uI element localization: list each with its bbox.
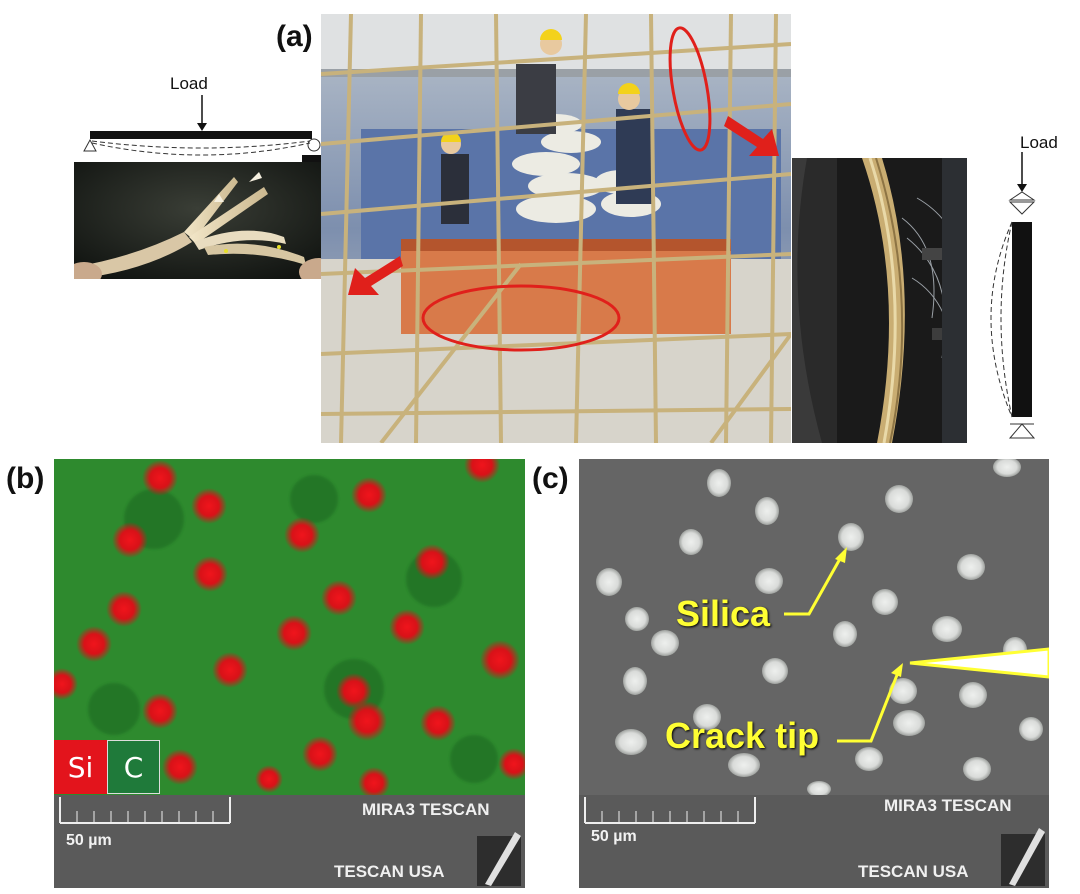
sem-info-bar-c — [579, 795, 1049, 888]
panel-a-label: (a) — [276, 20, 313, 53]
annotation-silica: Silica — [676, 593, 771, 634]
column-buckling-photo — [792, 158, 967, 443]
tescan-logo-icon-b — [477, 832, 521, 886]
legend-si: Si — [54, 740, 107, 794]
arrow-left-red-icon — [348, 256, 403, 295]
sem-image — [579, 459, 1049, 795]
brand-label-c: TESCAN USA — [858, 862, 969, 881]
legend-c: C — [107, 740, 160, 794]
load-label-left: Load — [170, 74, 208, 93]
scale-label-c: 50 µm — [591, 828, 637, 845]
beam-bending-schematic — [83, 95, 324, 165]
scale-bar-b — [59, 797, 231, 824]
bamboo-scaffold-photo — [321, 14, 791, 443]
load-label-right: Load — [1020, 133, 1058, 152]
panel-b-label: (b) — [6, 462, 45, 495]
instrument-label-c: MIRA3 TESCAN — [884, 796, 1012, 815]
column-buckling-schematic — [990, 152, 1036, 439]
panel-c-label: (c) — [532, 462, 569, 495]
eds-map-image — [54, 459, 525, 795]
bamboo-fracture-photo — [74, 162, 321, 279]
tescan-logo-icon-c — [1001, 828, 1045, 886]
arrow-right-red-icon — [724, 116, 779, 156]
scale-label-b: 50 µm — [66, 832, 112, 849]
scale-bar-c — [584, 797, 756, 824]
brand-label-b: TESCAN USA — [334, 862, 445, 881]
annotation-crack-tip: Crack tip — [665, 715, 820, 756]
instrument-label-b: MIRA3 TESCAN — [362, 800, 490, 819]
sem-info-bar-b — [54, 795, 525, 888]
